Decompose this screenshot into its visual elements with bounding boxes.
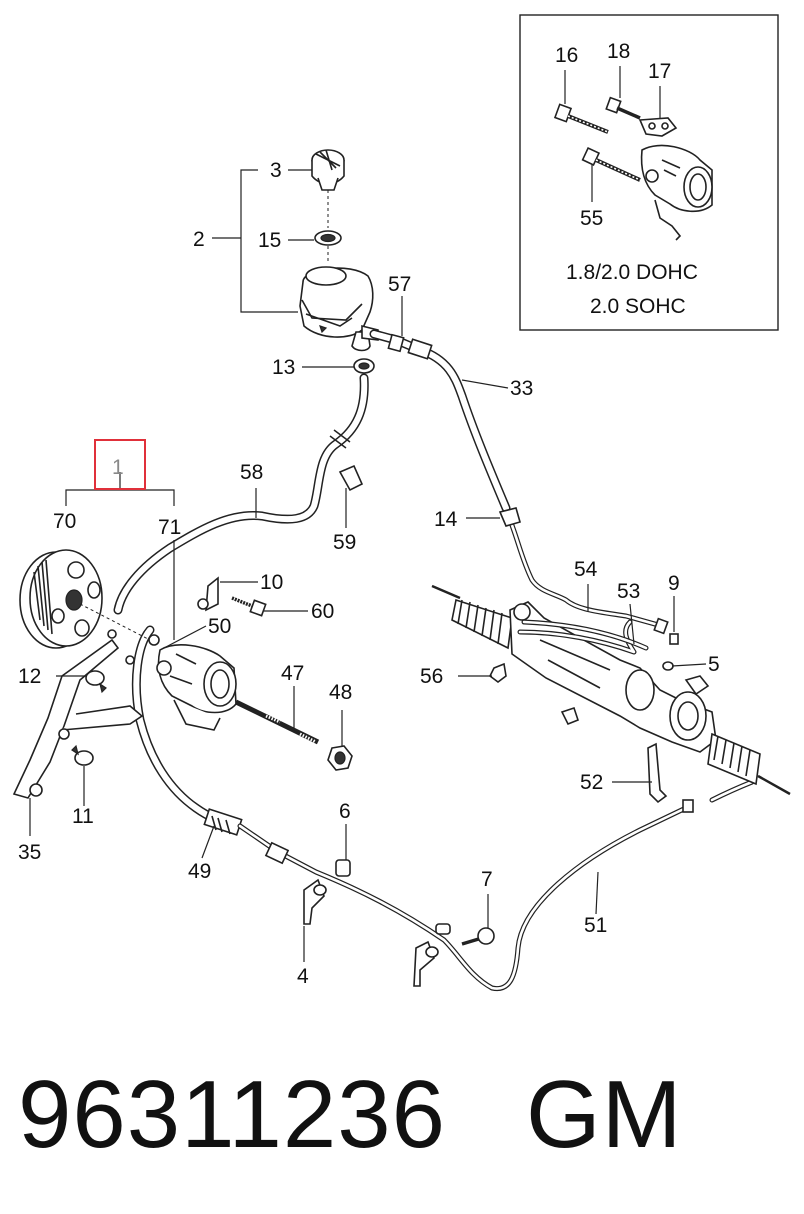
callout-51[interactable]: 51 <box>584 914 607 937</box>
leader-lines <box>29 169 707 962</box>
stud-47 <box>234 699 320 745</box>
pressure-line-51 <box>237 779 755 992</box>
callout-14[interactable]: 14 <box>434 508 458 531</box>
bolt-7 <box>461 927 495 946</box>
inset-pump <box>640 144 713 241</box>
pump-assembly <box>12 549 353 799</box>
callout-4[interactable]: 4 <box>297 965 309 988</box>
reservoir-cap <box>311 149 345 228</box>
inset-engine-line-1: 1.8/2.0 DOHC <box>566 261 698 284</box>
callout-47[interactable]: 47 <box>281 662 304 685</box>
callout-35[interactable]: 35 <box>18 841 41 864</box>
steering-rack-assembly <box>431 584 791 804</box>
callout-3[interactable]: 3 <box>270 159 282 182</box>
callout-71[interactable]: 71 <box>158 516 181 539</box>
callout-numbers: 1 2 3 4 5 6 7 9 10 11 12 13 14 15 33 35 … <box>18 159 720 988</box>
callout-13[interactable]: 13 <box>272 356 295 379</box>
inset-bolt-18 <box>605 96 641 120</box>
line-54 <box>507 517 669 635</box>
callout-70[interactable]: 70 <box>53 510 76 533</box>
inset-bolt-55 <box>581 146 641 182</box>
callout-56[interactable]: 56 <box>420 665 443 688</box>
rack-boot-left <box>451 598 513 650</box>
nut-48 <box>327 745 353 771</box>
clip-14 <box>498 507 521 527</box>
callout-33[interactable]: 33 <box>510 377 533 400</box>
hose-33 <box>369 329 511 513</box>
pressure-hose-49 <box>131 625 243 836</box>
reservoir-seal <box>314 230 342 262</box>
reservoir-tank <box>299 266 379 352</box>
inset-bolt-16 <box>553 103 609 134</box>
callout-6[interactable]: 6 <box>339 800 351 823</box>
bracket-35 <box>12 629 144 799</box>
bracket-52 <box>647 742 668 804</box>
callout-11[interactable]: 11 <box>72 805 94 828</box>
callout-17: 17 <box>648 60 671 83</box>
grommet-6 <box>335 859 351 877</box>
brand-name: GM <box>526 1061 683 1168</box>
callout-9[interactable]: 9 <box>668 572 680 595</box>
callout-53[interactable]: 53 <box>617 580 640 603</box>
callout-54[interactable]: 54 <box>574 558 598 581</box>
clamp-11 <box>71 744 94 766</box>
callout-49[interactable]: 49 <box>188 860 211 883</box>
callout-59[interactable]: 59 <box>333 531 356 554</box>
clip-59 <box>338 464 364 492</box>
callout-55: 55 <box>580 207 603 230</box>
callout-18: 18 <box>607 40 630 63</box>
inset-bracket-17 <box>638 117 678 137</box>
callout-16: 16 <box>555 44 578 67</box>
inset-engine-line-2: 2.0 SOHC <box>590 295 686 318</box>
callout-52[interactable]: 52 <box>580 771 603 794</box>
footer-part-number: 96311236 GM <box>18 1060 683 1170</box>
callout-5[interactable]: 5 <box>708 653 720 676</box>
pump-pulley <box>19 549 151 649</box>
callout-2[interactable]: 2 <box>193 228 205 251</box>
callout-1[interactable]: 1 <box>112 456 124 479</box>
callout-12[interactable]: 12 <box>18 665 41 688</box>
highlight-box-part-1[interactable] <box>94 439 146 490</box>
callout-58[interactable]: 58 <box>240 461 263 484</box>
part-number: 96311236 <box>18 1061 446 1168</box>
callout-7[interactable]: 7 <box>481 868 493 891</box>
clamp-12 <box>85 670 107 694</box>
reservoir-grommet <box>353 358 375 374</box>
rack-boot-right <box>707 732 761 786</box>
callout-60[interactable]: 60 <box>311 600 334 623</box>
reservoir-assembly <box>212 149 379 374</box>
power-steering-pump <box>148 634 237 731</box>
callout-48[interactable]: 48 <box>329 681 352 704</box>
engine-variant-inset: 16 18 17 55 1.8/2.0 DOHC 2.0 SOHC <box>519 14 779 331</box>
callout-15[interactable]: 15 <box>258 229 281 252</box>
clip-56 <box>488 662 507 683</box>
return-hose-58 <box>113 373 369 615</box>
callout-50[interactable]: 50 <box>208 615 231 638</box>
bolt-60 <box>231 596 267 617</box>
callout-10[interactable]: 10 <box>260 571 283 594</box>
callout-57[interactable]: 57 <box>388 273 411 296</box>
